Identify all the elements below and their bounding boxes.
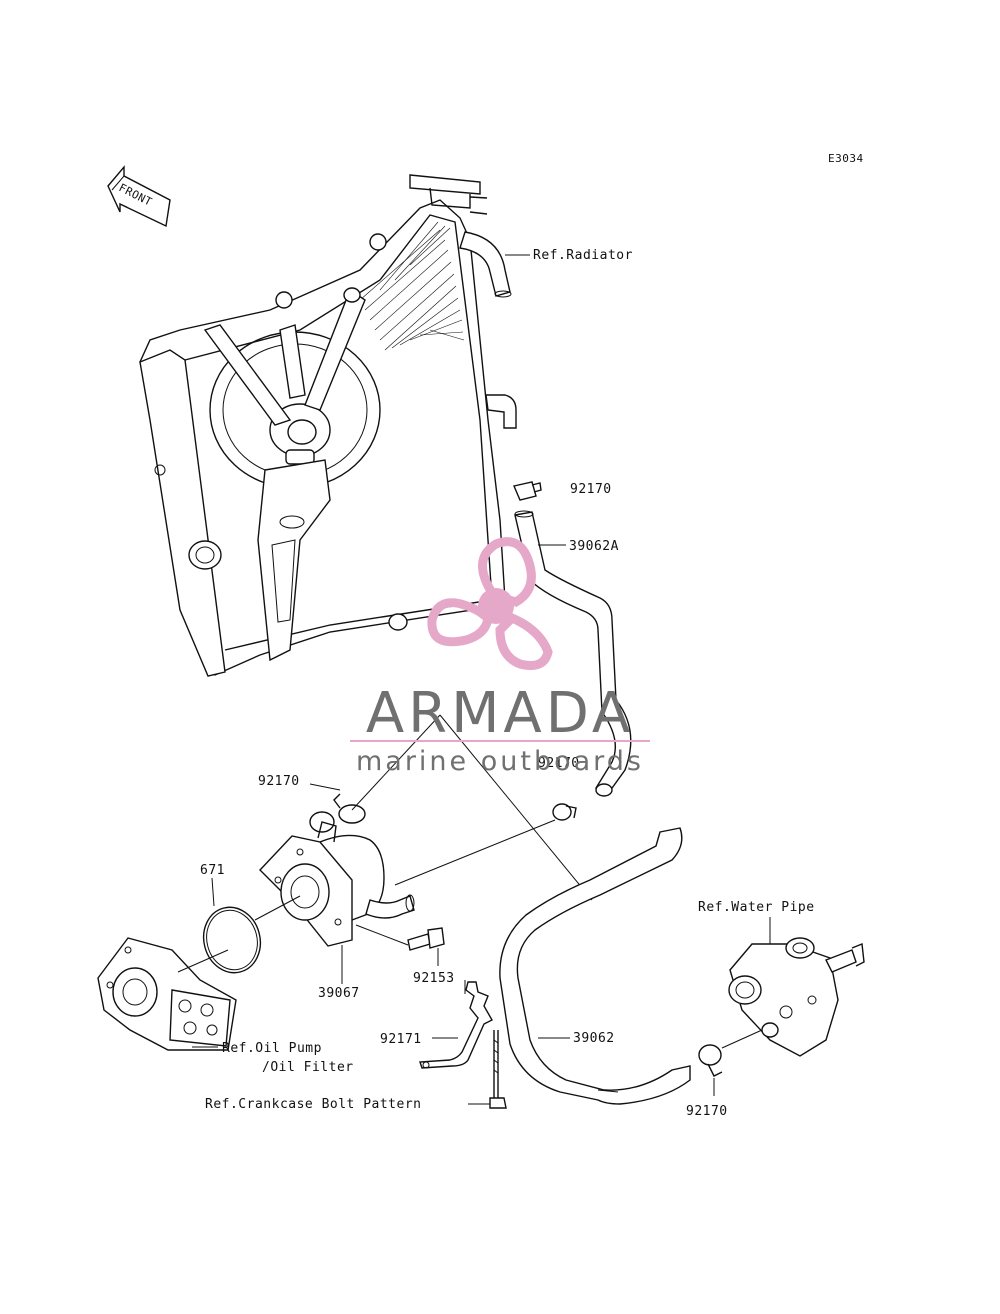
hose-lower [499,827,691,1105]
watermark-brand: ARMADA [366,681,634,746]
oil-cooler [259,811,415,947]
oil-pump-housing [97,937,237,1051]
label-ref-crankcase: Ref.Crankcase Bolt Pattern [205,1097,422,1112]
bracket-92171 [419,981,493,1069]
label-ref-water-pipe: Ref.Water Pipe [698,900,815,915]
label-clamp-top: 92170 [570,482,612,497]
armada-watermark: ARMADA marine outboards [350,537,650,777]
water-pipe-housing [728,937,865,1057]
label-ref-oil-pump-2: /Oil Filter [262,1060,354,1075]
label-oil-cooler: 39067 [318,986,360,1001]
label-bolt: 92153 [413,971,455,986]
label-ref-oil-pump-1: Ref.Oil Pump [222,1041,322,1056]
hose-clamp-mid-right [552,803,577,821]
label-oring: 671 [200,863,225,878]
radiator [139,174,517,677]
front-arrow-icon: FRONT [107,165,171,228]
hose-clamp-top [513,481,542,501]
label-clamp-mid-right: 92170 [538,756,580,771]
diagram-code: E3034 [828,152,864,165]
label-clamp-bottom: 92170 [686,1104,728,1119]
armada-propeller-icon [427,537,553,670]
hose-clamp-mid-left [333,793,366,824]
crankcase-bolt [489,1030,507,1109]
label-hose-lower: 39062 [573,1031,615,1046]
label-bracket: 92171 [380,1032,422,1047]
bolt-92153 [407,927,445,951]
label-hose-upper: 39062A [569,539,619,554]
o-ring [202,906,262,974]
watermark-tagline: marine outboards [356,746,644,777]
label-clamp-mid-left: 92170 [258,774,300,789]
label-ref-radiator: Ref.Radiator [533,248,633,263]
hose-clamp-bottom [698,1044,723,1077]
